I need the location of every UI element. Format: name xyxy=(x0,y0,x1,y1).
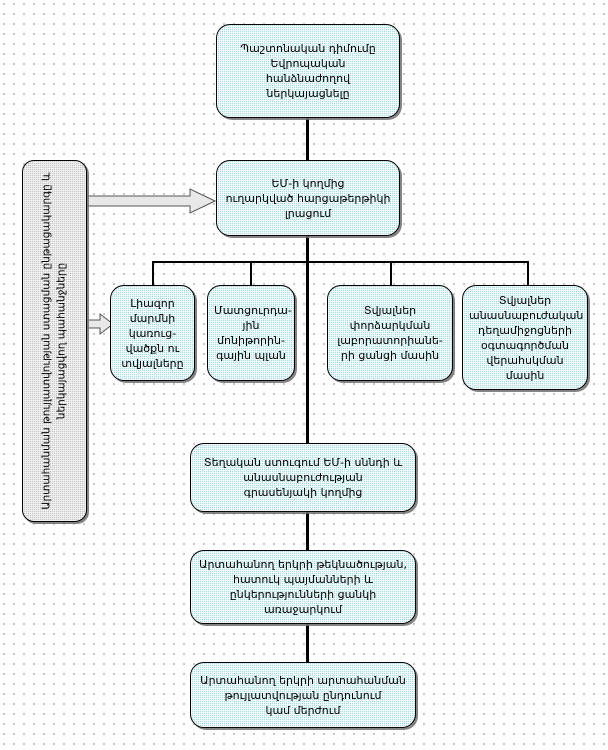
side-panel-text: Արտահանման թույլատվության ստացման ընթացա… xyxy=(40,172,70,509)
connector-branch-drop-veterinary xyxy=(527,261,529,285)
connector-bus-to-inspection xyxy=(306,261,309,443)
connector-branch-drop-authority xyxy=(152,261,154,285)
side-panel-line-1: Արտահանման թույլատվության ստացման ընթացա… xyxy=(40,172,53,510)
connector-application-to-questionnaire xyxy=(306,118,309,160)
arrow-panel-to-authority xyxy=(86,313,114,335)
node-candidacy-proposal-text: Արտահանող երկրի թեկնածության,հատուկ պայմ… xyxy=(199,558,407,616)
connector-proposal-to-decision xyxy=(306,624,309,662)
connector-branch-drop-monitoring xyxy=(250,261,252,285)
connector-inspection-to-proposal xyxy=(306,512,309,550)
arrow-panel-to-questionnaire xyxy=(86,188,216,214)
connector-questionnaire-to-bus xyxy=(306,236,309,262)
side-panel-line-2: ներկայացվող պահանջները xyxy=(55,262,68,420)
node-candidacy-proposal[interactable]: Արտահանող երկրի թեկնածության,հատուկ պայմ… xyxy=(190,550,416,624)
side-panel-procedure: Արտահանման թույլատվության ստացման ընթացա… xyxy=(22,160,87,522)
connector-branch-drop-laboratories xyxy=(390,261,392,285)
connector-branch-bus xyxy=(152,261,528,263)
